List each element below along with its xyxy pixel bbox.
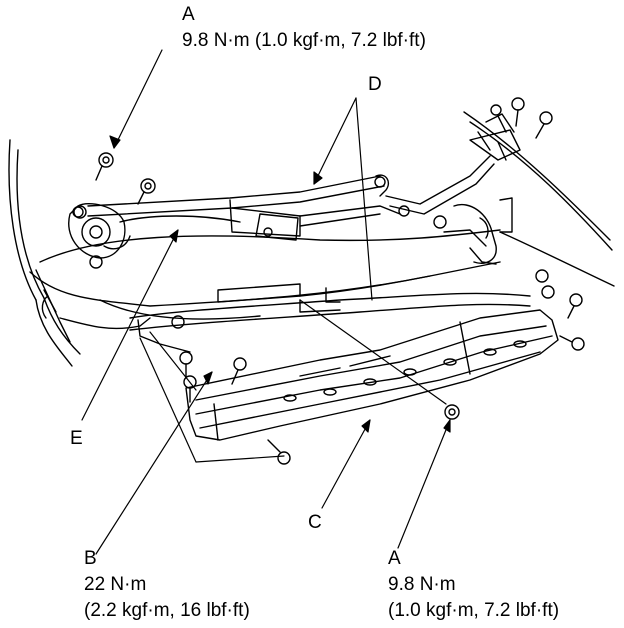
cowl-panel (129, 292, 531, 353)
bolt-pivot-2 (89, 255, 103, 269)
bracket-lines-b (139, 331, 285, 463)
bolt-top-right-1 (511, 97, 525, 127)
callout-a-bottom-letter: A (388, 548, 401, 569)
callout-c-letter: C (308, 512, 322, 533)
fastener-bolts (73, 97, 585, 465)
bolt-a-bottom (444, 404, 460, 420)
callout-a-top-letter: A (182, 4, 195, 25)
bolt-top-2 (137, 178, 156, 205)
bolt-top-right-2 (535, 111, 553, 139)
bolt-right-4 (559, 335, 585, 351)
fender-outline (8, 139, 81, 367)
leader-a-bottom (397, 419, 451, 549)
wiper-linkage (87, 113, 521, 241)
bolt-top-right-3 (490, 104, 507, 133)
bolt-a-top (95, 152, 114, 181)
callout-a-bottom-torque-line1: 9.8 N·m (388, 574, 456, 595)
bolt-b-2 (183, 375, 197, 403)
leader-e (81, 229, 179, 421)
wiper-bracket-right (443, 197, 513, 265)
bracket-lines-d (299, 299, 447, 405)
body-outline-right (463, 111, 615, 287)
leader-b (95, 371, 213, 555)
lower-cover (185, 309, 559, 441)
leader-c (321, 419, 371, 509)
callout-a-bottom-torque-line2: (1.0 kgf·m, 7.2 lbf·ft) (388, 600, 560, 621)
bolt-b-1 (179, 351, 193, 379)
bolt-b-3 (231, 357, 247, 385)
callout-b-torque-line1: 22 N·m (84, 574, 147, 595)
callout-d-letter: D (368, 74, 382, 95)
bolt-pivot-1 (73, 205, 87, 219)
callout-e-letter: E (70, 428, 83, 449)
bolt-b-4 (267, 439, 291, 465)
leader-d (313, 97, 373, 301)
callout-a-top-torque: 9.8 N·m (1.0 kgf·m, 7.2 lbf·ft) (182, 30, 426, 51)
leader-a-top (109, 49, 163, 149)
bolt-right-2 (541, 285, 555, 299)
bolt-right-3 (567, 293, 583, 319)
bolt-cowl-left (171, 315, 185, 329)
bolt-linkage (433, 215, 447, 229)
callout-b-letter: B (84, 548, 97, 569)
cowl-body-panel (29, 229, 501, 343)
leader-lines (81, 49, 451, 555)
callout-b-torque-line2: (2.2 kgf·m, 16 lbf·ft) (84, 600, 250, 621)
bolt-right-1 (535, 269, 549, 283)
wiper-pivot-left (68, 203, 131, 259)
